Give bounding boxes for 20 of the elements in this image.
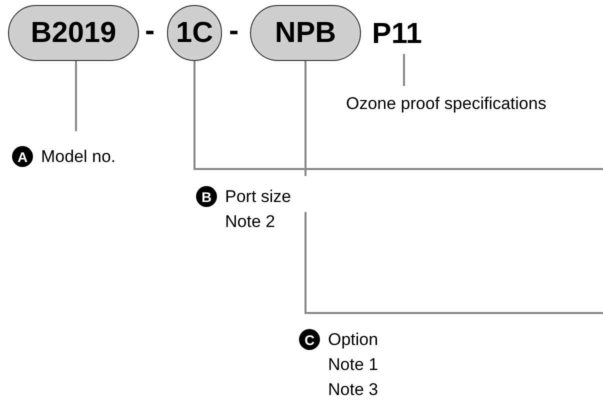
callout-letter: A [12,146,33,167]
callout-text: Model no. [41,146,117,168]
code-text: NPB [274,18,336,48]
callout-letter: C [299,329,320,350]
callout-text: Port size [225,186,292,208]
suffix-code: P11 [372,20,422,48]
callout-text: Note 3 [328,379,380,401]
leader-line [304,60,603,314]
callout-letter: B [196,186,217,207]
code-text: B2019 [30,18,116,48]
separator-dash: - [145,17,155,46]
callout-text: Note 2 [225,211,276,233]
code-text: 1C [176,18,214,48]
callout-text: Ozone proof specifications [346,94,546,114]
leader-line [75,61,77,131]
separator-dash: - [229,17,239,46]
leader-line [403,54,405,86]
callout-text: Option [328,329,380,351]
callout-text: Note 1 [328,354,380,376]
leader-line [194,61,603,170]
